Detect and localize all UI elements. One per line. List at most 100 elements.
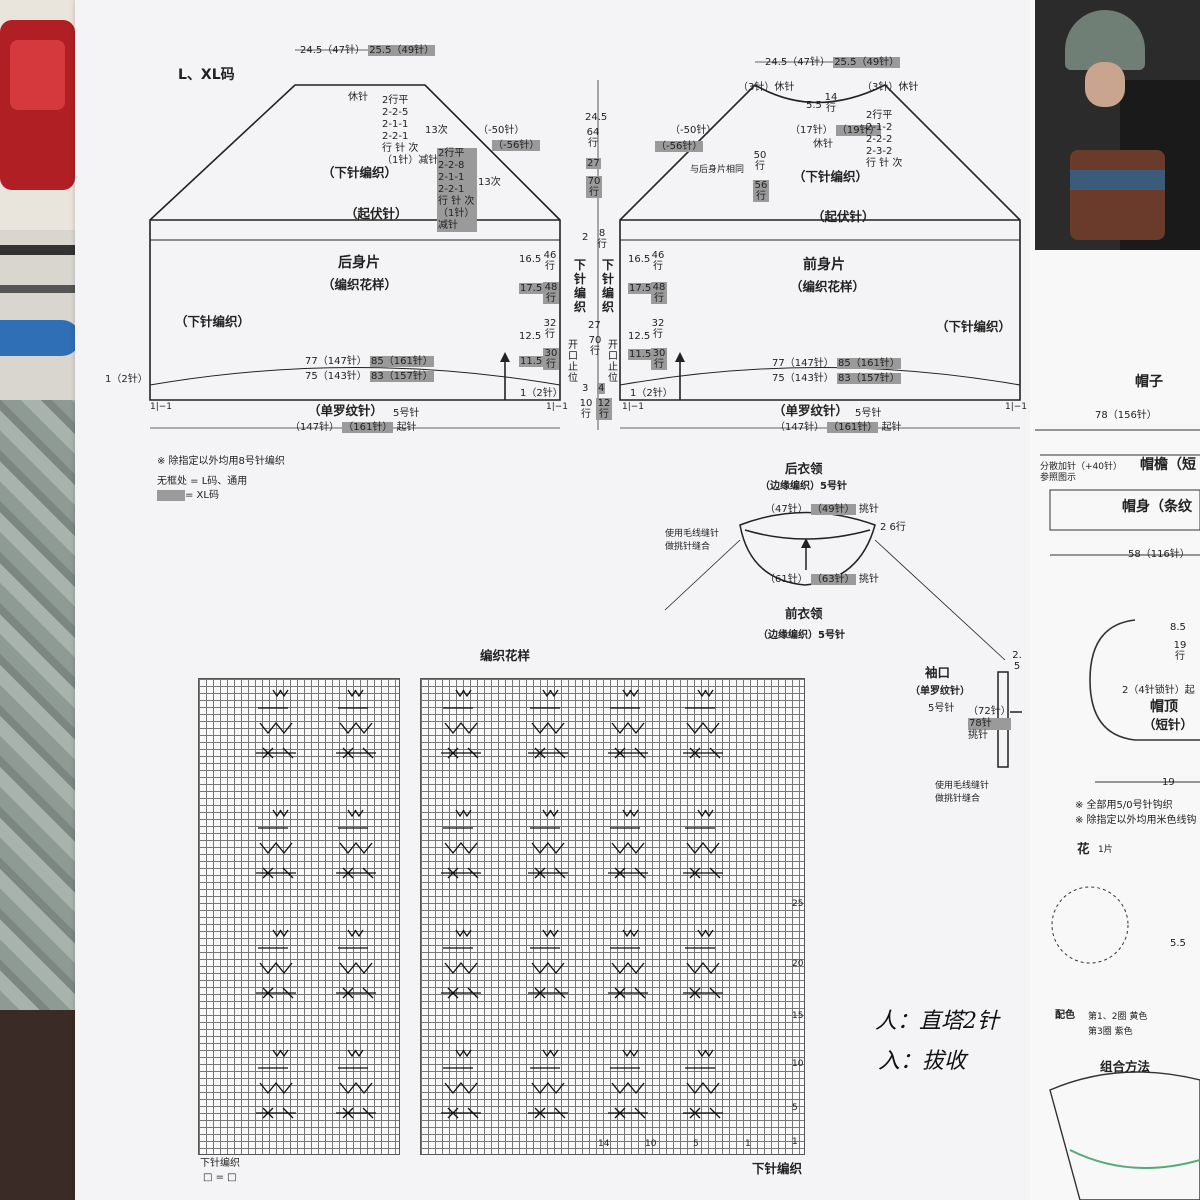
back-cast-on: （147针） （161针） 起针 bbox=[290, 422, 417, 433]
front-h-46: 46行 bbox=[651, 250, 665, 272]
front-rows-56: 56行 bbox=[753, 180, 769, 202]
hat-increase-note: 分散加针（+40针）参照图示 bbox=[1040, 462, 1122, 483]
chart-col-14: 14 bbox=[598, 1139, 610, 1149]
front-collar-sub: （边缘编织）5号针 bbox=[758, 630, 845, 641]
back-dec-times: 13次 bbox=[425, 125, 448, 136]
center-3: 3 bbox=[582, 383, 589, 394]
hat-title: 帽子 bbox=[1135, 374, 1163, 390]
front-yoke-label: （下针编织） bbox=[793, 169, 869, 184]
front-rib-mark-l: 1|−1 bbox=[622, 402, 645, 412]
chart-title: 编织花样 bbox=[480, 648, 531, 663]
front-width-77: 77（147针） 85（161针） bbox=[772, 358, 901, 369]
front-same-as-back: 与后身片相同 bbox=[690, 165, 745, 175]
back-h-165: 16.5 bbox=[519, 254, 542, 265]
chart-row-1: 1 bbox=[792, 1137, 798, 1147]
center-8: 8行 bbox=[597, 228, 607, 250]
back-edge-left: 1（2针） bbox=[105, 374, 148, 385]
cuff-rows: 2.5 bbox=[1012, 650, 1022, 672]
front-side-label: （下针编织） bbox=[936, 319, 1012, 334]
back-h-30: 30行 bbox=[543, 348, 559, 370]
center-2: 2 bbox=[582, 232, 589, 243]
front-piece-title: 前身片 bbox=[803, 257, 845, 273]
back-width-75: 75（143针） 83（157针） bbox=[305, 371, 434, 382]
hat-top-rows: 19行 bbox=[1173, 640, 1187, 662]
center-64: 64行 bbox=[586, 127, 600, 149]
front-collar-sts: （61针） （63针） 挑针 bbox=[765, 574, 879, 585]
hat-top: 帽顶 bbox=[1150, 699, 1178, 715]
front-h-115: 11.5 bbox=[628, 349, 653, 360]
chart-col-5: 5 bbox=[693, 1139, 699, 1149]
note-needle: ※ 除指定以外均用8号针编织 bbox=[157, 456, 285, 467]
center-27: 27 bbox=[586, 158, 601, 169]
back-piece-title: 后身片 bbox=[338, 255, 380, 271]
back-h-32: 32行 bbox=[543, 318, 557, 340]
back-collar-sub: （边缘编织）5号针 bbox=[760, 481, 847, 492]
front-cast-on: （147针） （161针） 起针 bbox=[775, 422, 902, 433]
gray-pen bbox=[0, 285, 80, 293]
front-width-75: 75（143针） 83（157针） bbox=[772, 373, 901, 384]
chart-row-5: 5 bbox=[792, 1103, 798, 1113]
chart-grid-left bbox=[198, 678, 400, 1155]
center-24: 24.5 bbox=[585, 112, 608, 123]
front-rib-label: （单罗纹针） bbox=[773, 403, 849, 418]
cuff-seam-note: 使用毛线缝针做挑针缝合 bbox=[935, 781, 990, 804]
blue-pen bbox=[0, 320, 80, 356]
front-neck-rows: 14行 bbox=[824, 92, 838, 114]
front-h-48: 48行 bbox=[651, 282, 667, 304]
collar-side-rows: 2 6行 bbox=[880, 522, 906, 533]
hat-note-2: ※ 除指定以外均用米色线钩 bbox=[1075, 815, 1197, 826]
open-stop-left: 开口止位 bbox=[568, 340, 578, 384]
size-label: L、XL码 bbox=[178, 67, 235, 83]
chart-row-25: 25 bbox=[792, 899, 804, 909]
color-label: 配色 bbox=[1055, 1010, 1075, 1021]
back-rest: 休针 bbox=[348, 92, 368, 103]
back-h-115: 11.5 bbox=[519, 356, 544, 367]
back-top-width: 24.5（47针） 25.5（49针） bbox=[300, 45, 436, 56]
back-pattern-label: （编织花样） bbox=[322, 277, 398, 292]
front-h-32: 32行 bbox=[651, 318, 665, 340]
front-h-30: 30行 bbox=[651, 348, 667, 370]
chart-motifs bbox=[255, 689, 724, 1119]
color-line-2: 第3圈 紫色 bbox=[1088, 1027, 1133, 1037]
chart-row-20: 20 bbox=[792, 959, 804, 969]
flower-title: 花 bbox=[1077, 841, 1090, 856]
photo-face bbox=[1085, 62, 1125, 107]
chart-bottom-label: 下针编织 bbox=[752, 1161, 803, 1176]
back-dec-times-xl: 13次 bbox=[478, 177, 501, 188]
front-top-width: 24.5（47针） 25.5（49针） bbox=[765, 57, 901, 68]
chart-col-1: 1 bbox=[745, 1139, 751, 1149]
note-l-size: 无框处 = L码、通用 bbox=[157, 476, 248, 487]
front-pattern-label: （编织花样） bbox=[790, 279, 866, 294]
center-10: 10行 bbox=[579, 398, 593, 420]
front-garter-label: （起伏针） bbox=[812, 209, 875, 224]
cuff-sts: （72针）78针挑针 bbox=[968, 706, 1011, 741]
center-70: 70行 bbox=[586, 176, 602, 198]
handwritten-note-2: 入：拔收 bbox=[878, 1049, 967, 1074]
front-rib-mark-r: 1|−1 bbox=[1005, 402, 1028, 412]
back-sts-l: （-50针） bbox=[478, 125, 525, 136]
flower-height: 5.5 bbox=[1170, 938, 1186, 949]
open-stop-right: 开口止位 bbox=[608, 340, 618, 384]
hat-top-sub: （短针） bbox=[1143, 717, 1194, 732]
cuff-title: 袖口 bbox=[925, 665, 951, 680]
hat-width-19: 19 bbox=[1162, 777, 1175, 788]
photo-hat bbox=[1065, 10, 1145, 70]
assembly-title: 组合方法 bbox=[1100, 1059, 1151, 1074]
hat-ring: 2（4针锁针）起 bbox=[1122, 685, 1195, 696]
front-outline bbox=[619, 83, 1021, 401]
cuff-sub: （单罗纹针） bbox=[910, 686, 970, 697]
center-stock-left: 下针编织 bbox=[573, 258, 586, 314]
photo-bag bbox=[1070, 150, 1165, 240]
flower-count: 1片 bbox=[1098, 845, 1113, 855]
chart-row-15: 15 bbox=[792, 1011, 804, 1021]
front-neck-sts: （17针） （19针） bbox=[790, 125, 881, 136]
collar-seam-note: 使用毛线缝针做挑针缝合 bbox=[665, 529, 720, 552]
back-yoke-label: （下针编织） bbox=[322, 165, 398, 180]
back-side-label: （下针编织） bbox=[175, 314, 251, 329]
back-width-77: 77（147针） 85（161针） bbox=[305, 356, 434, 367]
front-edge-left: 1（2针） bbox=[630, 388, 673, 399]
front-neck-depth: 5.5 bbox=[806, 100, 822, 111]
